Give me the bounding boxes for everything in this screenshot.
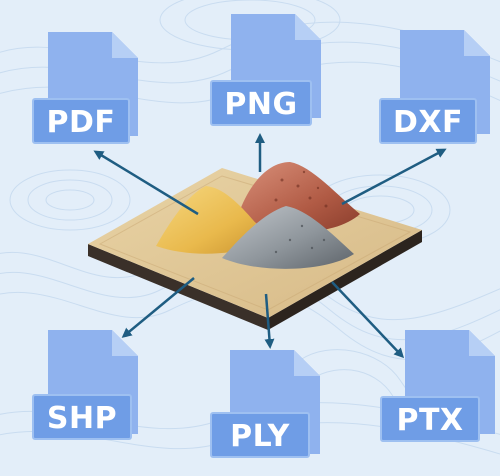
arrow-to-ptx [331,281,405,359]
format-label-pdf: PDF [32,98,130,144]
arrow-to-pdf [93,150,199,216]
file-ply: PLY [210,350,320,458]
terrain-side-left [88,244,268,330]
file-dxf: DXF [379,30,490,144]
format-label-dxf: DXF [379,98,477,144]
gray-stone-pile [222,206,354,269]
arrow-to-dxf [341,148,447,206]
gray-stone-texture [274,224,326,254]
file-png: PNG [210,14,321,126]
arrow-to-shp [121,277,195,338]
format-label-ptx: PTX [380,396,480,442]
file-shp: SHP [32,330,138,440]
format-label-shp: SHP [32,394,132,440]
yellow-sand-pile [156,186,270,254]
file-ptx: PTX [380,330,495,442]
terrain-side-right [268,230,422,330]
file-pdf: PDF [32,32,138,144]
format-label-ply: PLY [210,412,310,458]
format-label-png: PNG [210,80,312,126]
arrow-to-ply [264,293,275,349]
